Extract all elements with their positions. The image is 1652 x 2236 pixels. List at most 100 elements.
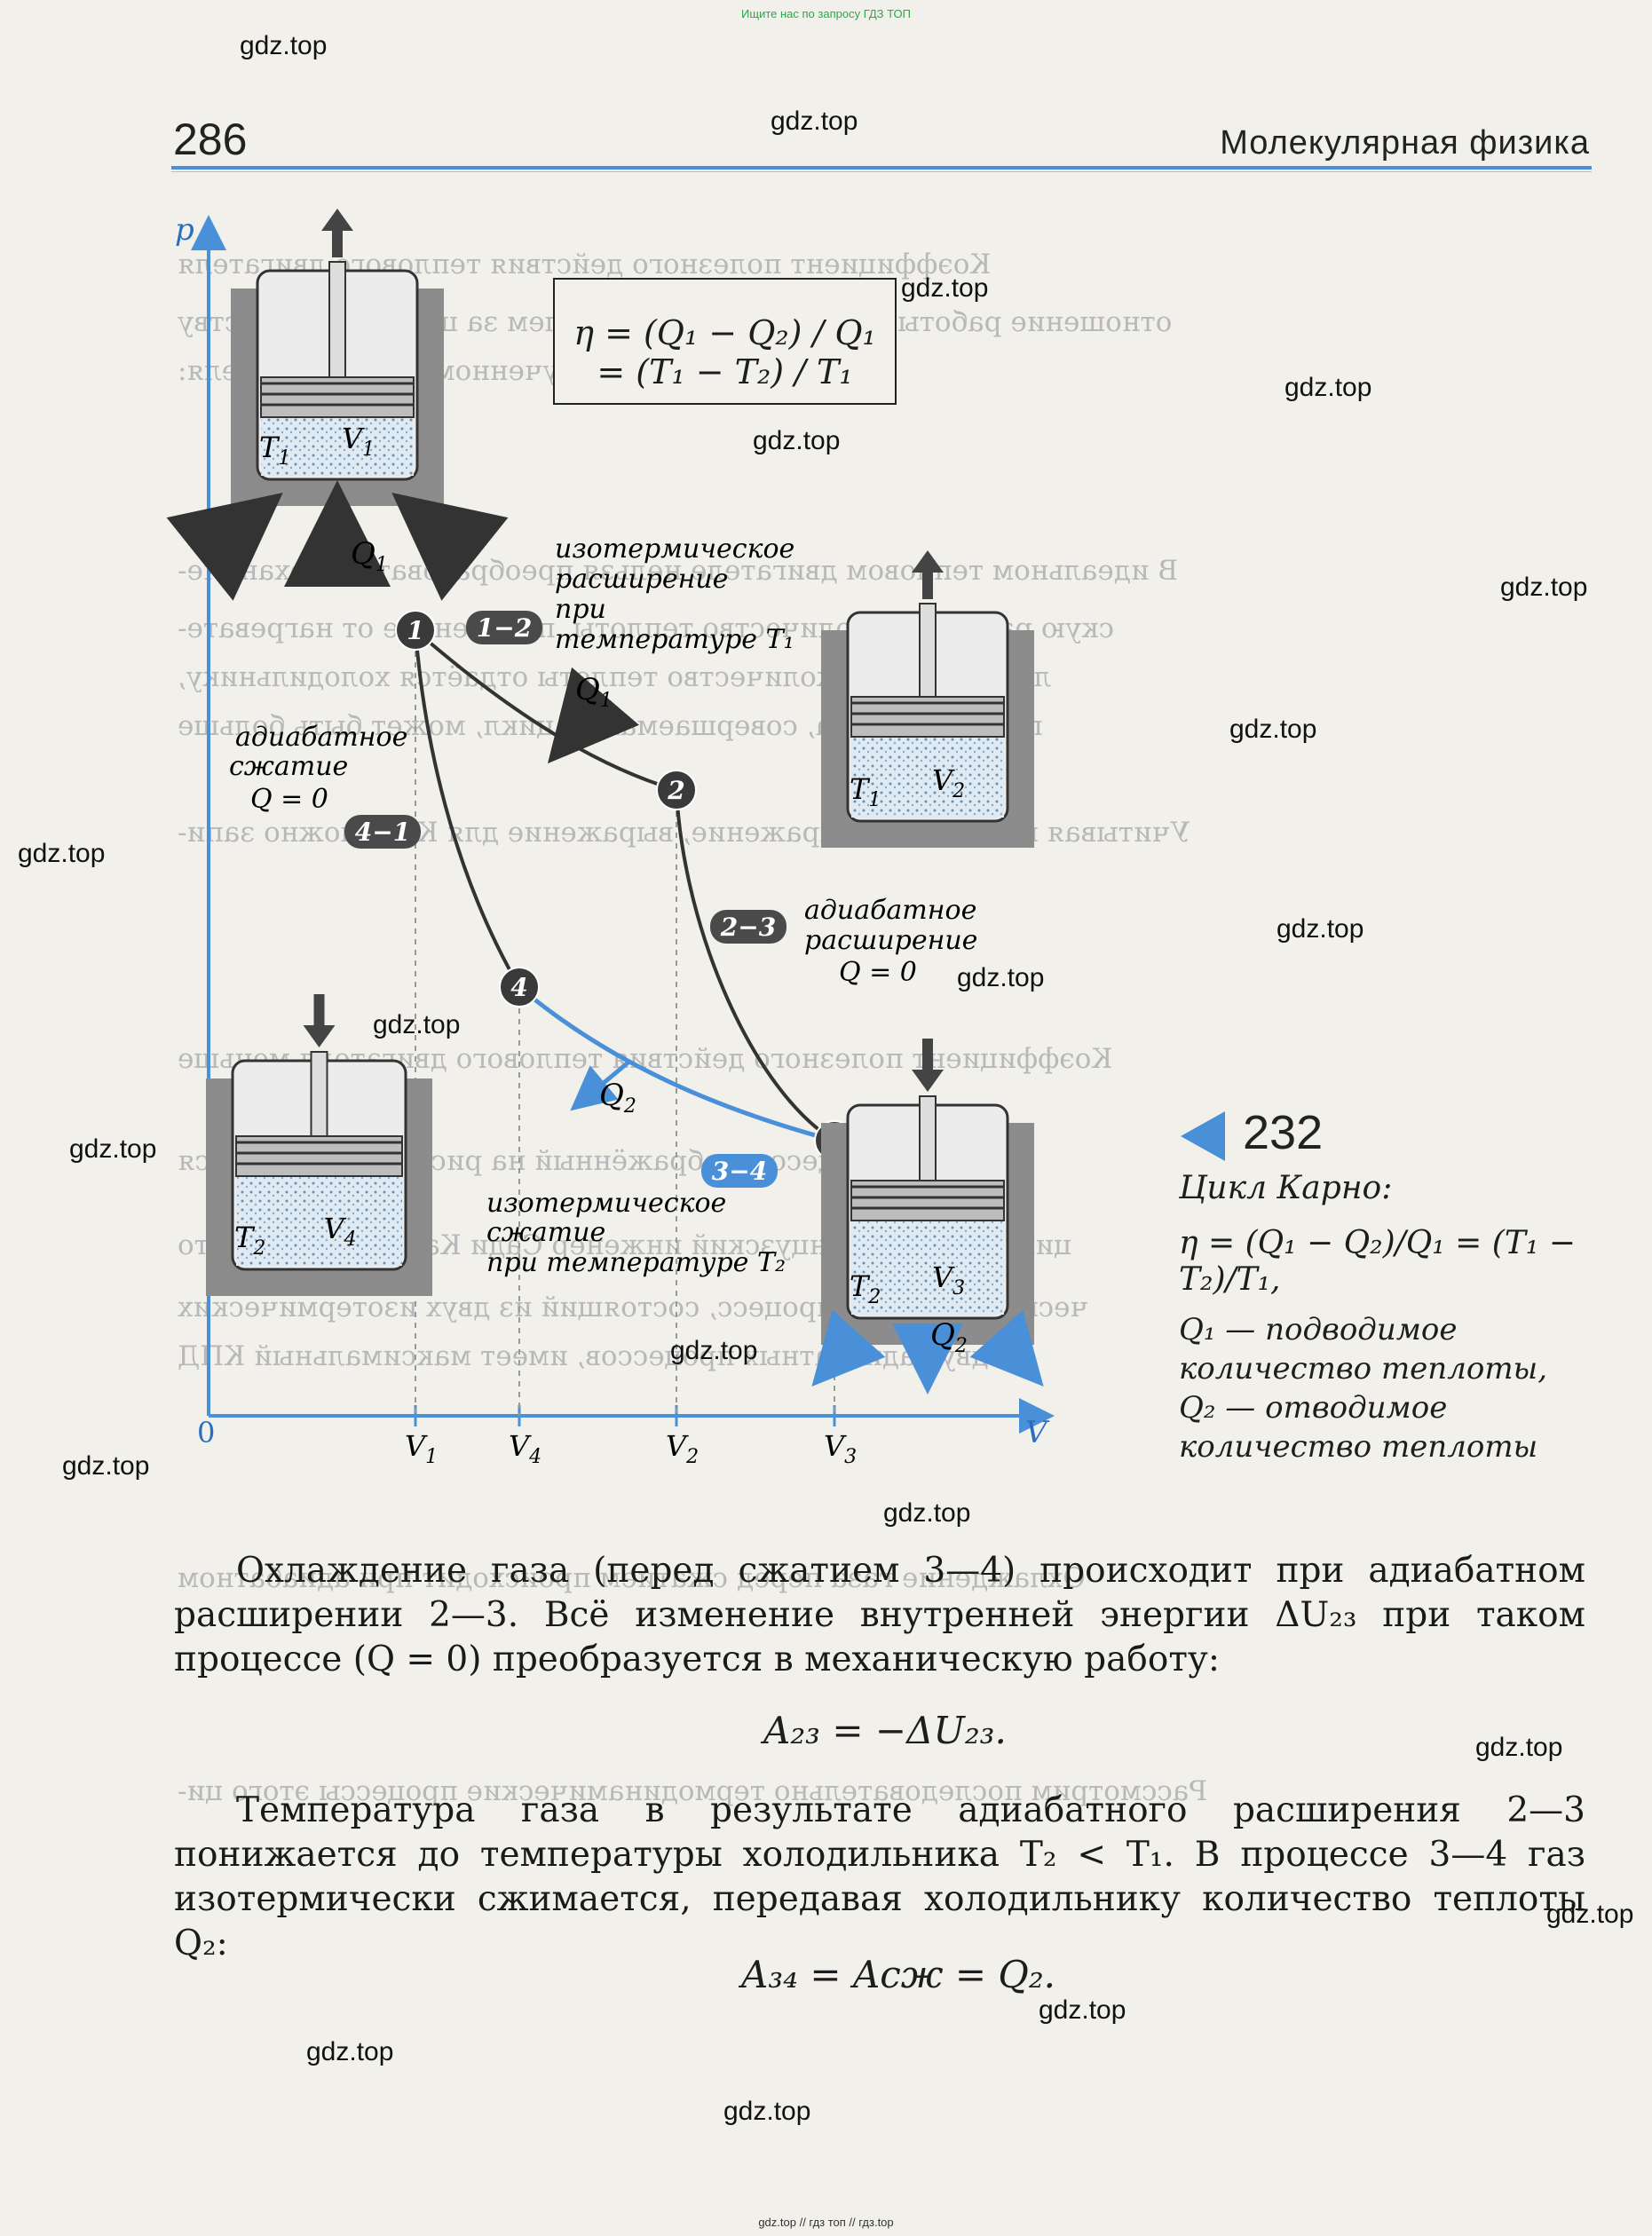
piston-direction-arrow	[321, 209, 353, 257]
caption-marker-icon	[1181, 1111, 1225, 1161]
paragraph-adiabatic: Охлаждение газа (перед сжатием 3—4) прои…	[174, 1551, 1585, 1679]
piston-direction-arrow	[912, 1039, 944, 1092]
svg-text:сжатие: сжатие	[229, 751, 348, 782]
watermark: gdz.top	[670, 1336, 758, 1365]
svg-text:адиабатное: адиабатное	[235, 722, 407, 753]
caption-line: Q₁ — подводимое	[1179, 1312, 1458, 1347]
curve-4-1	[414, 629, 521, 989]
volume-tick-label: V4	[509, 1429, 541, 1468]
segment-label: 1−2	[477, 613, 532, 643]
watermark: gdz.top	[373, 1010, 461, 1039]
watermark: gdz.top	[901, 273, 989, 303]
heat-in-arrow	[166, 493, 283, 601]
heat-out-arrow	[811, 1309, 886, 1387]
piston-cylinder: T2 V4	[206, 994, 432, 1296]
q1-mid-label: Q1	[575, 672, 613, 712]
watermark: gdz.top	[306, 2037, 394, 2066]
curve-3-4	[518, 985, 835, 1143]
paragraph-isothermal: Температура газа в результате адиабатног…	[174, 1790, 1585, 1963]
cycle-point-label: 4	[510, 973, 527, 1002]
watermark: gdz.top	[62, 1451, 150, 1481]
segment-label-badge	[466, 611, 542, 644]
svg-text:адиабатное: адиабатное	[804, 895, 976, 926]
header-rule-thin	[171, 171, 1592, 172]
watermark: gdz.top	[753, 426, 841, 455]
q1-top-label: Q1	[351, 536, 388, 576]
figure-number: 232	[1243, 1106, 1324, 1159]
label-3-4: изотермическое сжатие при температуре T₂	[486, 1188, 786, 1278]
cylinder-volume-label: V2	[932, 763, 965, 802]
watermark: gdz.top	[957, 963, 1045, 992]
q2-mid-label: Q2	[599, 1078, 636, 1118]
cycle-point-label: 1	[407, 616, 423, 645]
segment-label-badge	[344, 815, 421, 849]
label-4-1: адиабатное сжатие Q = 0	[229, 722, 407, 815]
heat-out-arrow	[969, 1309, 1044, 1387]
volume-tick-label: V1	[405, 1429, 438, 1468]
bottom-watermark-note: gdz.top // гдз топ // гдз.top	[758, 2216, 894, 2229]
curve-1-2	[414, 628, 677, 792]
watermark: gdz.top	[1277, 914, 1364, 944]
figure-formula: η = (Q₁ − Q₂)/Q₁ = (T₁ − T₂)/T₁,	[1179, 1225, 1576, 1298]
p-axis-label: p	[175, 212, 194, 248]
piston-direction-arrow	[912, 550, 944, 599]
cylinder-volume-label: V1	[342, 422, 375, 461]
svg-text:Q = 0: Q = 0	[250, 784, 328, 815]
top-watermark-note: Ищите нас по запросу ГДЗ ТОП	[741, 7, 911, 20]
watermark: gdz.top	[1229, 715, 1317, 744]
segment-label: 4−1	[355, 818, 410, 847]
header-rule	[171, 166, 1592, 170]
heat-in-arrow	[391, 493, 509, 601]
watermark: gdz.top	[1039, 1995, 1126, 2025]
volume-tick-label: V2	[666, 1429, 699, 1468]
watermark: gdz.top	[771, 107, 858, 136]
caption-line: количество теплоты	[1179, 1429, 1538, 1465]
cylinder-volume-label: V3	[932, 1260, 965, 1300]
figure-title: Цикл Карно:	[1179, 1170, 1393, 1206]
q2-arrow	[570, 1059, 632, 1111]
segment-label: 2−3	[720, 913, 776, 942]
label-1-2: изотермическое расширение при температур…	[555, 533, 794, 655]
svg-text:температуре T₁: температуре T₁	[555, 624, 794, 655]
piston-direction-arrow	[303, 994, 336, 1047]
cycle-point	[499, 967, 540, 1007]
cycle-point	[395, 610, 436, 651]
segment-label: 3−4	[712, 1157, 767, 1186]
efficiency-formula-box: η = (Q₁ − Q₂) / Q₁ = (T₁ − T₂) / T₁	[553, 278, 897, 405]
watermark: gdz.top	[1500, 573, 1588, 602]
cylinder-temperature-label: T2	[234, 1221, 265, 1260]
caption-line: Q₂ — отводимое	[1179, 1390, 1448, 1426]
segment-label-badge	[710, 910, 786, 944]
cycle-point-label: 2	[667, 776, 684, 805]
svg-text:изотермическое: изотермическое	[486, 1188, 726, 1219]
svg-text:изотермическое: изотермическое	[555, 533, 794, 565]
watermark: gdz.top	[1546, 1900, 1634, 1929]
svg-text:сжатие: сжатие	[486, 1217, 605, 1248]
efficiency-formula: η = (Q₁ − Q₂) / Q₁ = (T₁ − T₂) / T₁	[573, 313, 876, 391]
watermark: gdz.top	[1475, 1733, 1563, 1762]
svg-text:при температуре T₂: при температуре T₂	[486, 1247, 786, 1278]
watermark: gdz.top	[18, 839, 106, 868]
svg-text:расширение: расширение	[555, 564, 728, 595]
cylinder-volume-label: V4	[324, 1212, 357, 1251]
watermark: gdz.top	[883, 1498, 971, 1528]
watermark: gdz.top	[240, 31, 328, 60]
segment-label-badge	[701, 1154, 778, 1188]
q1-arrow	[547, 667, 640, 764]
volume-tick-label: V3	[824, 1429, 857, 1468]
v-axis-label: V	[1025, 1415, 1050, 1450]
watermark: gdz.top	[1284, 373, 1372, 402]
label-2-3: адиабатное расширение Q = 0	[804, 895, 977, 988]
watermark: gdz.top	[69, 1134, 157, 1164]
equation-a34: A₃₄ = Aсж = Q₂.	[741, 1953, 1056, 1996]
equation-a23: A₂₃ = −ΔU₂₃.	[763, 1709, 1007, 1752]
curve-2-3	[675, 789, 836, 1142]
section-title: Молекулярная физика	[1220, 124, 1590, 162]
cycle-point	[656, 770, 697, 810]
origin-label: 0	[197, 1416, 215, 1450]
watermark: gdz.top	[723, 2097, 811, 2126]
